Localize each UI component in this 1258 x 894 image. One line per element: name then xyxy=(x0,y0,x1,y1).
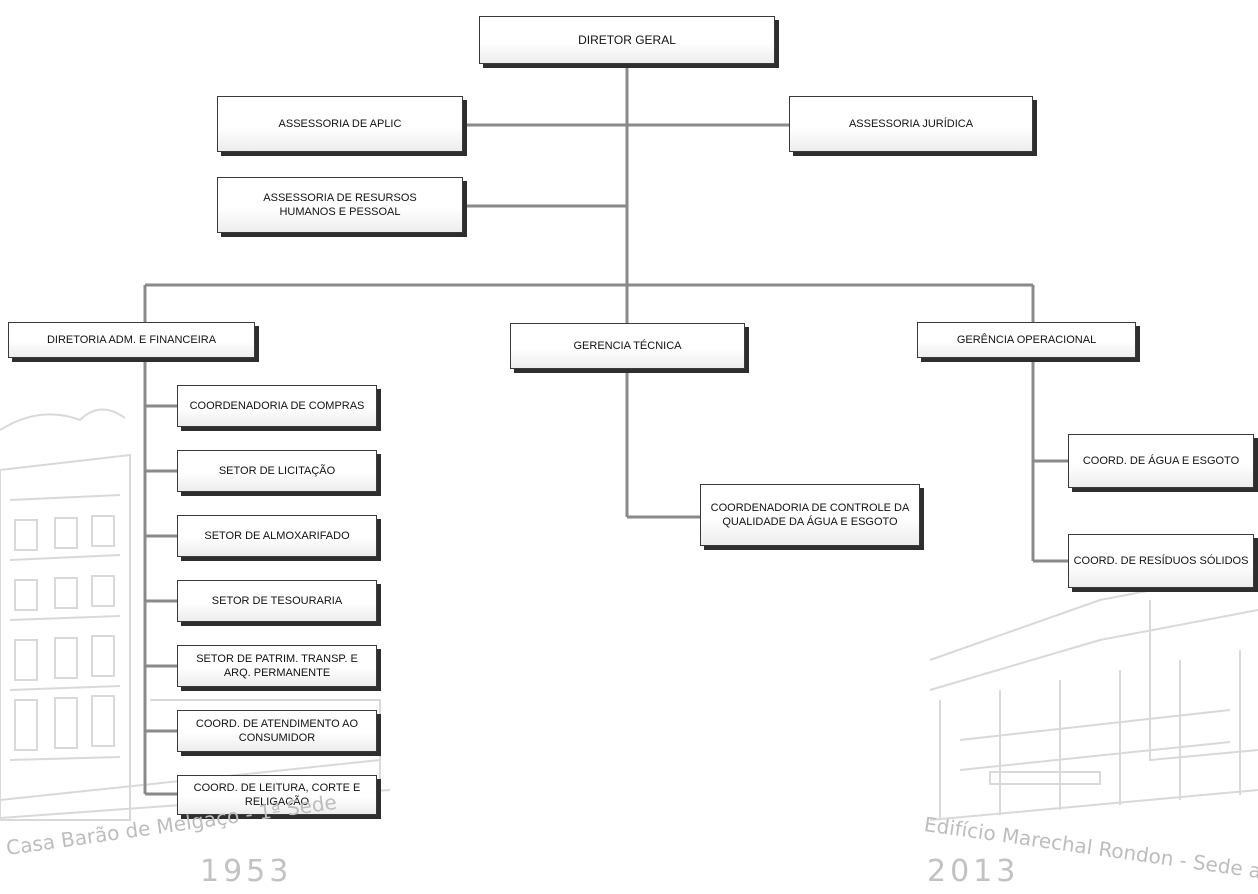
adm-unit-box[interactable]: SETOR DE TESOURARIA xyxy=(177,580,377,622)
diretoria-adm-box[interactable]: DIRETORIA ADM. E FINANCEIRA xyxy=(8,322,255,358)
tecnica-unit-box[interactable]: COORDENADORIA DE CONTROLE DA QUALIDADE D… xyxy=(700,484,920,546)
adm-unit-label-line1: SETOR DE PATRIM. TRANSP. E xyxy=(196,653,358,665)
adm-unit-label: SETOR DE ALMOXARIFADO xyxy=(204,530,350,542)
assessoria-juridica-box[interactable]: ASSESSORIA JURÍDICA xyxy=(789,96,1033,152)
adm-unit-label-line2: ARQ. PERMANENTE xyxy=(223,667,331,679)
adm-unit-label-line1: COORD. DE ATENDIMENTO AO xyxy=(195,718,359,730)
operacional-unit-label: COORD. DE ÁGUA E ESGOTO xyxy=(1082,455,1240,467)
gerencia-tecnica-box[interactable]: GERENCIA TÉCNICA xyxy=(510,323,745,369)
adm-unit-label: SETOR DE TESOURARIA xyxy=(211,595,343,607)
adm-unit-label-line2: CONSUMIDOR xyxy=(238,732,316,744)
adm-unit-label: SETOR DE LICITAÇÃO xyxy=(218,465,336,477)
adm-unit-box[interactable]: SETOR DE LICITAÇÃO xyxy=(177,450,377,492)
diretoria-adm-label: DIRETORIA ADM. E FINANCEIRA xyxy=(46,334,217,346)
adm-unit-box[interactable]: COORDENADORIA DE COMPRAS xyxy=(177,385,377,427)
adm-unit-label-line2: RELIGAÇÃO xyxy=(244,796,310,808)
adm-unit-box[interactable]: COORD. DE ATENDIMENTO AO CONSUMIDOR xyxy=(177,710,377,752)
left-watermark-year: 1953 xyxy=(200,854,293,889)
right-watermark-year: 2013 xyxy=(927,854,1020,889)
old-building-illustration xyxy=(0,408,391,821)
adm-unit-box[interactable]: SETOR DE ALMOXARIFADO xyxy=(177,515,377,557)
tecnica-unit-label-line2: QUALIDADE DA ÁGUA E ESGOTO xyxy=(722,516,898,528)
director-geral-box[interactable]: DIRETOR GERAL xyxy=(479,16,775,64)
adm-unit-label: COORDENADORIA DE COMPRAS xyxy=(189,400,365,412)
assessoria-aplic-label: ASSESSORIA DE APLIC xyxy=(278,118,402,130)
director-geral-label: DIRETOR GERAL xyxy=(578,33,676,47)
tecnica-unit-label-line1: COORDENADORIA DE CONTROLE DA xyxy=(710,502,910,514)
assessoria-rh-label-line1: ASSESSORIA DE RESURSOS xyxy=(263,192,417,204)
adm-unit-box[interactable]: SETOR DE PATRIM. TRANSP. E ARQ. PERMANEN… xyxy=(177,645,377,687)
operacional-unit-label: COORD. DE RESÍDUOS SÓLIDOS xyxy=(1073,555,1249,567)
operacional-unit-box[interactable]: COORD. DE RESÍDUOS SÓLIDOS xyxy=(1068,534,1254,588)
adm-unit-box[interactable]: COORD. DE LEITURA, CORTE E RELIGAÇÃO xyxy=(177,775,377,815)
adm-unit-label-line1: COORD. DE LEITURA, CORTE E xyxy=(193,782,361,794)
assessoria-rh-label-line2: HUMANOS E PESSOAL xyxy=(279,206,401,218)
assessoria-rh-box[interactable]: ASSESSORIA DE RESURSOS HUMANOS E PESSOAL xyxy=(217,177,463,233)
gerencia-operacional-box[interactable]: GERÊNCIA OPERACIONAL xyxy=(917,322,1136,358)
operacional-unit-box[interactable]: COORD. DE ÁGUA E ESGOTO xyxy=(1068,434,1254,488)
gerencia-operacional-label: GERÊNCIA OPERACIONAL xyxy=(956,334,1097,346)
gerencia-tecnica-label: GERENCIA TÉCNICA xyxy=(573,340,682,352)
assessoria-juridica-label: ASSESSORIA JURÍDICA xyxy=(848,118,974,130)
assessoria-aplic-box[interactable]: ASSESSORIA DE APLIC xyxy=(217,96,463,152)
